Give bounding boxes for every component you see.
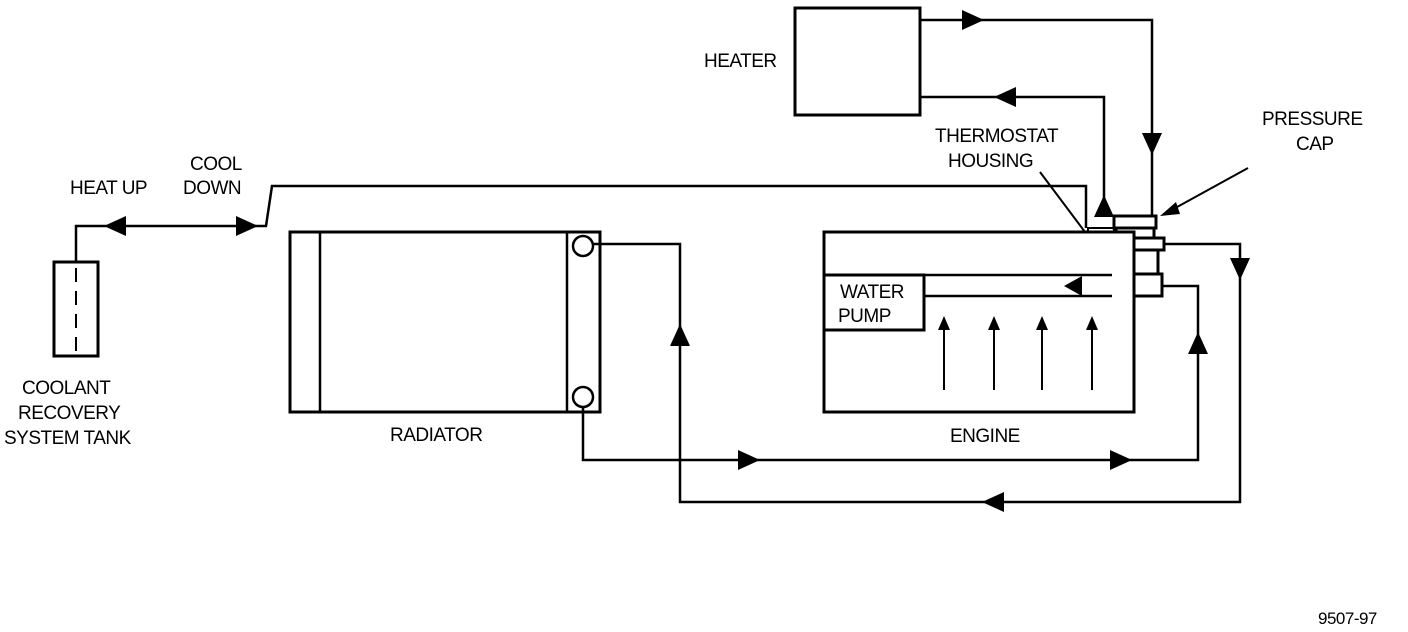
heater-return-arrow-left (994, 87, 1016, 107)
tank-label-1: COOLANT (22, 378, 111, 399)
engine-flow-arrows (938, 316, 1098, 390)
engine-flow-head-2 (988, 316, 1000, 330)
engine-flow-head-3 (1036, 316, 1048, 330)
pressure-cap (1112, 214, 1158, 230)
bypass-hose-arrow-up (670, 324, 690, 346)
water-jacket-arrow (1064, 276, 1082, 296)
pressure-cap-label-1: PRESSURE (1262, 109, 1363, 130)
cool-down-label-1: COOL (190, 154, 242, 175)
pressure-cap-label-2: CAP (1296, 134, 1334, 155)
heat-up-arrow (104, 216, 126, 236)
water-pump-box (822, 273, 926, 332)
engine-flow-head-1 (938, 316, 950, 330)
engine-label: ENGINE (950, 426, 1020, 447)
outlet-hose-arrow-1 (738, 450, 760, 470)
heater-label: HEATER (704, 51, 777, 72)
bypass-hose-arrow-down (1230, 258, 1250, 280)
water-pump-label-1: WATER (840, 282, 904, 303)
engine-flow-head-4 (1086, 316, 1098, 330)
heater-return-line (920, 95, 1106, 215)
figure-id: 9507-97 (1318, 609, 1377, 628)
tank-label-2: RECOVERY (18, 403, 121, 424)
bypass-hose-arrow-left (982, 492, 1004, 512)
pressure-cap-leader-arrow (1160, 202, 1180, 216)
cool-down-label-2: DOWN (183, 178, 241, 199)
radiator-label: RADIATOR (390, 425, 482, 446)
outlet-hose-arrow-2 (1110, 450, 1132, 470)
outlet-hose-arrow-up (1188, 332, 1208, 354)
bypass-hose-loop (593, 242, 1242, 504)
radiator-outlet-hose (581, 284, 1200, 462)
water-pump-label-2: PUMP (838, 306, 891, 327)
thermostat-label-1: THERMOSTAT (935, 126, 1059, 147)
heater-supply-arrow-down (1142, 133, 1162, 155)
heater-box (793, 6, 922, 117)
heater-return-arrow-up (1094, 195, 1114, 217)
cool-down-arrow (236, 216, 258, 236)
tank-label-3: SYSTEM TANK (4, 428, 132, 449)
heat-up-label: HEAT UP (70, 178, 147, 199)
heater-supply-arrow-right (962, 10, 984, 30)
radiator-inlet-port (571, 234, 595, 258)
radiator-box (288, 230, 602, 414)
thermostat-label-2: HOUSING (948, 151, 1033, 172)
pressure-cap-leader (1167, 167, 1249, 213)
overflow-line (74, 184, 1088, 262)
